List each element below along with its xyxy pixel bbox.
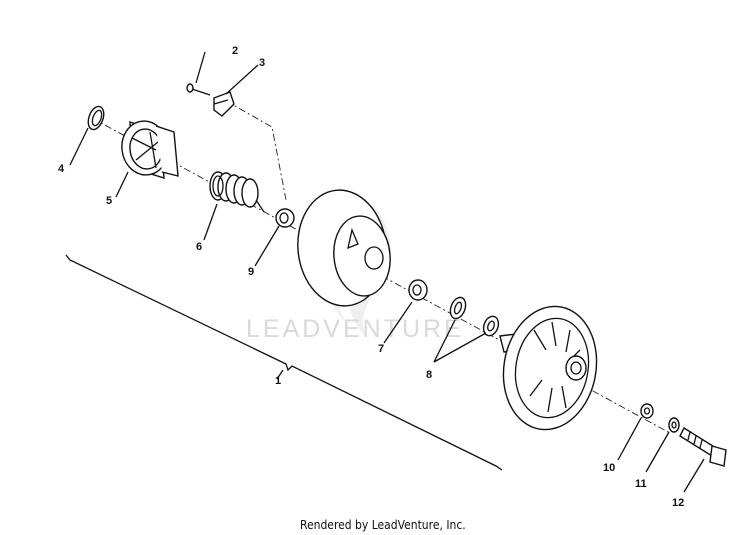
callout-3: 3 [259, 57, 265, 69]
part-2-pin [186, 83, 211, 96]
callout-7: 7 [378, 343, 384, 355]
callout-2: 2 [232, 45, 238, 57]
part-7-bushing [408, 279, 428, 301]
callout-1: 1 [275, 375, 281, 387]
pin-axis [225, 100, 287, 201]
callout-6: 6 [196, 241, 202, 253]
leader-lines [69, 51, 705, 493]
watermark-text: LEADVENTURE [246, 315, 464, 343]
callout-12: 12 [672, 497, 684, 509]
callout-9: 9 [248, 266, 254, 278]
fixed-sheave [499, 305, 598, 431]
part-4-snap-ring [87, 105, 105, 131]
part-8-washers [449, 296, 500, 337]
callout-8: 8 [426, 369, 432, 381]
callout-11: 11 [635, 478, 647, 490]
part-10-washer [640, 403, 654, 419]
part-3-button [213, 91, 235, 117]
part-12-bolt [679, 426, 727, 467]
moveable-sheave [297, 189, 391, 307]
part-5-cam [121, 120, 179, 179]
part-11-lock-washer [668, 417, 680, 433]
assembly-bracket [65, 254, 503, 471]
callout-5: 5 [106, 195, 112, 207]
callout-10: 10 [603, 462, 615, 474]
part-9-bushing [275, 208, 295, 228]
center-axis [91, 117, 671, 434]
part-6-spring [209, 171, 265, 213]
footer-credit: Rendered by LeadVenture, Inc. [300, 518, 466, 532]
callout-4: 4 [58, 163, 65, 175]
